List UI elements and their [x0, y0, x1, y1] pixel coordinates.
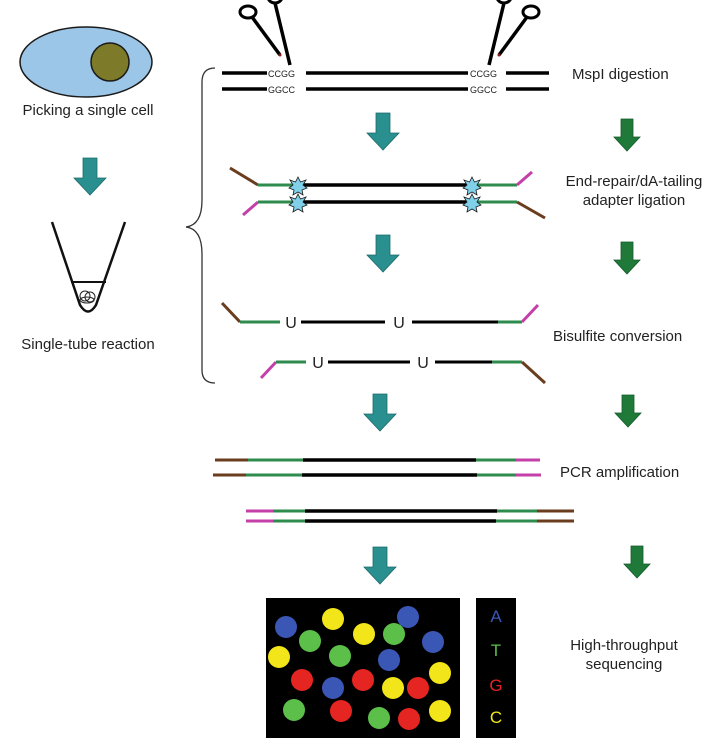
cluster-spot	[291, 669, 313, 691]
sequencing-clusters	[268, 606, 451, 730]
scissors-icon	[487, 0, 541, 67]
ligation-site-icon	[462, 176, 482, 196]
cluster-spot	[275, 616, 297, 638]
cut-site-bottom-right: GGCC	[470, 85, 498, 95]
cluster-spot	[397, 606, 419, 628]
cluster-spot	[329, 645, 351, 667]
base-legend-panel	[476, 598, 516, 738]
cluster-spot	[322, 677, 344, 699]
cluster-spot	[378, 649, 400, 671]
cluster-spot	[429, 662, 451, 684]
step-label: adapter ligation	[583, 192, 686, 209]
teal-arrow-icon	[366, 234, 400, 273]
cluster-spot	[352, 669, 374, 691]
single-cell-illustration	[19, 26, 153, 98]
bisulfite-converted-dna	[220, 301, 547, 385]
cluster-spot	[268, 646, 290, 668]
teal-arrow-icon	[363, 393, 397, 432]
green-arrow-icon	[613, 118, 641, 152]
uracil-label: U	[393, 315, 405, 332]
cluster-spot	[383, 623, 405, 645]
tube-label: Single-tube reaction	[21, 336, 154, 353]
cell-body	[19, 26, 153, 98]
step-label: Bisulfite conversion	[553, 328, 682, 345]
base-legend-t: T	[491, 641, 501, 660]
cell-nucleus	[90, 42, 130, 82]
cluster-spot	[330, 700, 352, 722]
step-label: High-throughput	[570, 637, 678, 654]
cluster-spot	[382, 677, 404, 699]
uracil-label: U	[417, 355, 429, 372]
uracil-label: U	[285, 315, 297, 332]
cluster-spot	[353, 623, 375, 645]
cut-site-top-left: CCGG	[268, 69, 295, 79]
green-arrow-icon	[613, 241, 641, 275]
teal-arrow-icon	[366, 112, 400, 151]
cluster-spot	[368, 707, 390, 729]
base-legend-g: G	[489, 676, 502, 695]
teal-arrow-icon	[363, 546, 397, 585]
ligation-site-icon	[288, 193, 308, 213]
step-label: End-repair/dA-tailing	[566, 173, 703, 190]
step-label: MspI digestion	[572, 66, 669, 83]
base-legend-c: C	[490, 708, 502, 727]
uracil-label: U	[312, 355, 324, 372]
cluster-spot	[407, 677, 429, 699]
grouping-brace	[185, 67, 216, 384]
teal-arrow-icon	[73, 157, 107, 196]
cluster-spot	[429, 700, 451, 722]
pcr-amplicons	[213, 458, 574, 523]
digested-dna	[222, 71, 549, 91]
base-legend-a: A	[490, 607, 502, 626]
green-arrow-icon	[614, 394, 642, 428]
cluster-spot	[283, 699, 305, 721]
step-label: PCR amplification	[560, 464, 679, 481]
cell-label: Picking a single cell	[23, 102, 154, 119]
cluster-spot	[299, 630, 321, 652]
tube-icon	[50, 221, 127, 313]
green-arrow-icon	[623, 545, 651, 579]
cluster-spot	[322, 608, 344, 630]
step-label: sequencing	[586, 656, 663, 673]
cluster-spot	[422, 631, 444, 653]
scissors-icon	[238, 0, 292, 67]
ligation-site-icon	[462, 193, 482, 213]
cut-site-bottom-left: GGCC	[268, 85, 296, 95]
cut-site-top-right: CCGG	[470, 69, 497, 79]
adapter-ligated-dna	[229, 166, 546, 220]
cluster-spot	[398, 708, 420, 730]
ligation-site-icon	[288, 176, 308, 196]
